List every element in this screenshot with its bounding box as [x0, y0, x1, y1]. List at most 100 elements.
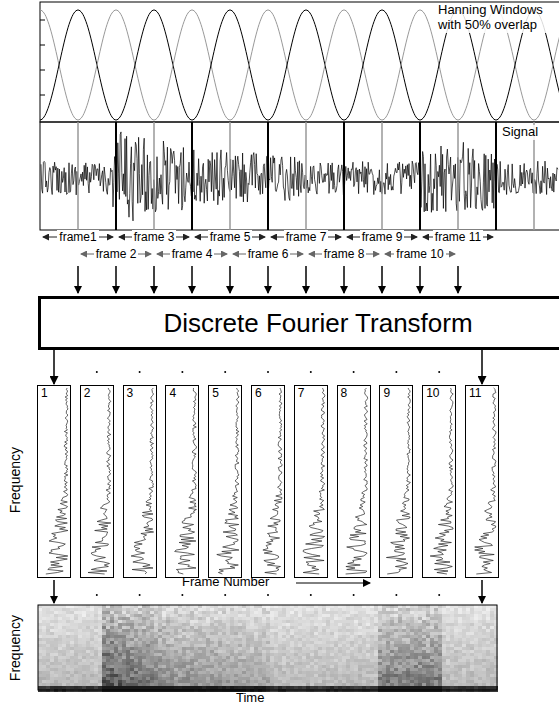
- spectrogram-cell: [150, 617, 154, 620]
- spectrogram-cell: [258, 626, 262, 629]
- spectrogram-cell: [290, 647, 294, 650]
- spectrogram-cell: [294, 620, 298, 623]
- spectrogram-cell: [146, 632, 150, 635]
- spectrogram-cell: [94, 653, 98, 656]
- spectrogram-cell: [66, 656, 70, 659]
- spectrogram-cell: [46, 644, 50, 647]
- spectrogram-cell: [58, 659, 62, 662]
- spectrogram-cell: [166, 674, 170, 677]
- spectrogram-cell: [282, 617, 286, 620]
- spectrogram-cell: [66, 617, 70, 620]
- spectrogram-cell: [118, 635, 122, 638]
- spectrogram-cell: [278, 620, 282, 623]
- spectrogram-cell: [78, 677, 82, 680]
- spectrogram-cell: [154, 680, 158, 683]
- spectrogram-cell: [126, 638, 130, 641]
- spectrogram-cell: [158, 680, 162, 683]
- spectrogram-cell: [62, 671, 66, 674]
- spectrogram-cell: [106, 677, 110, 680]
- spectrogram-cell: [58, 674, 62, 677]
- spectrogram-cell: [158, 671, 162, 674]
- spectrogram-cell: [170, 638, 174, 641]
- spectrogram-cell: [90, 641, 94, 644]
- spectrogram-cell: [166, 623, 170, 626]
- spectrogram-cell: [134, 644, 138, 647]
- spectrogram-cell: [82, 632, 86, 635]
- spectrogram-cell: [134, 665, 138, 668]
- ellipsis-dot: [181, 371, 183, 373]
- spectrogram-cell: [162, 668, 166, 671]
- spectrogram-cell: [82, 644, 86, 647]
- spectrogram-cell: [90, 671, 94, 674]
- spectrogram-cell: [282, 626, 286, 629]
- spectrogram-cell: [166, 635, 170, 638]
- spectrogram-cell: [194, 677, 198, 680]
- spectrogram-cell: [86, 677, 90, 680]
- spectrogram-cell: [46, 686, 50, 689]
- spectrogram-cell: [218, 665, 222, 668]
- ellipsis-dot: [395, 594, 397, 596]
- spectrogram-cell: [274, 635, 278, 638]
- spectrogram-cell: [222, 644, 226, 647]
- spectrogram-cell: [190, 629, 194, 632]
- spectrogram-cell: [110, 662, 114, 665]
- spectrogram-cell: [274, 680, 278, 683]
- spectrogram-cell: [250, 665, 254, 668]
- spectrogram: [38, 605, 498, 692]
- spectrogram-cell: [58, 629, 62, 632]
- frame-boundary: [457, 122, 459, 230]
- spectrogram-cell: [206, 617, 210, 620]
- spectrogram-cell: [162, 686, 166, 689]
- spectrogram-cell: [78, 656, 82, 659]
- spectrogram-cell: [294, 680, 298, 683]
- spectrogram-cell: [94, 668, 98, 671]
- spectrogram-cell: [106, 617, 110, 620]
- spectrogram-cell: [226, 683, 230, 686]
- ellipsis-dot: [353, 594, 355, 596]
- spectrogram-cell: [102, 647, 106, 650]
- spectrogram-cell: [74, 659, 78, 662]
- spectrogram-cell: [266, 674, 270, 677]
- spectrogram-cell: [190, 644, 194, 647]
- spectrogram-cell: [246, 641, 250, 644]
- spectrogram-cell: [38, 626, 42, 629]
- spectrogram-cell: [202, 665, 206, 668]
- spectrogram-cell: [282, 629, 286, 632]
- spectrogram-cell: [50, 665, 54, 668]
- spectrogram-cell: [254, 635, 258, 638]
- spectrogram-cell: [174, 638, 178, 641]
- spectrogram-cell: [138, 617, 142, 620]
- spectrogram-cell: [90, 665, 94, 668]
- spectrogram-cell: [50, 647, 54, 650]
- spectrogram-cell: [238, 683, 242, 686]
- spectrogram-cell: [286, 668, 290, 671]
- spectrogram-cell: [258, 620, 262, 623]
- spectrogram-cell: [298, 611, 302, 614]
- spectrogram-cell: [46, 650, 50, 653]
- spectrogram-cell: [98, 653, 102, 656]
- spectrogram-cell: [290, 674, 294, 677]
- spectrogram-cell: [58, 686, 62, 689]
- spectrogram-cell: [166, 641, 170, 644]
- spectrum-curve: [475, 388, 496, 574]
- spectrogram-cell: [54, 617, 58, 620]
- spectrogram-cell: [46, 647, 50, 650]
- spectrogram-cell: [262, 638, 266, 641]
- spectrogram-cell: [58, 662, 62, 665]
- spectrogram-cell: [162, 674, 166, 677]
- spectrogram-cell: [106, 656, 110, 659]
- spectrogram-cell: [110, 680, 114, 683]
- spectrogram-cell: [258, 623, 262, 626]
- spectrogram-cell: [74, 617, 78, 620]
- spectrogram-cell: [290, 641, 294, 644]
- spectrogram-cell: [186, 677, 190, 680]
- spectrogram-cell: [170, 608, 174, 611]
- spectrogram-cell: [222, 614, 226, 617]
- spectrogram-cell: [182, 668, 186, 671]
- spectrogram-cell: [38, 677, 42, 680]
- spectrogram-cell: [266, 653, 270, 656]
- spectrogram-cell: [142, 665, 146, 668]
- spectrogram-cell: [290, 617, 294, 620]
- spectrogram-cell: [134, 656, 138, 659]
- spectrogram-cell: [182, 611, 186, 614]
